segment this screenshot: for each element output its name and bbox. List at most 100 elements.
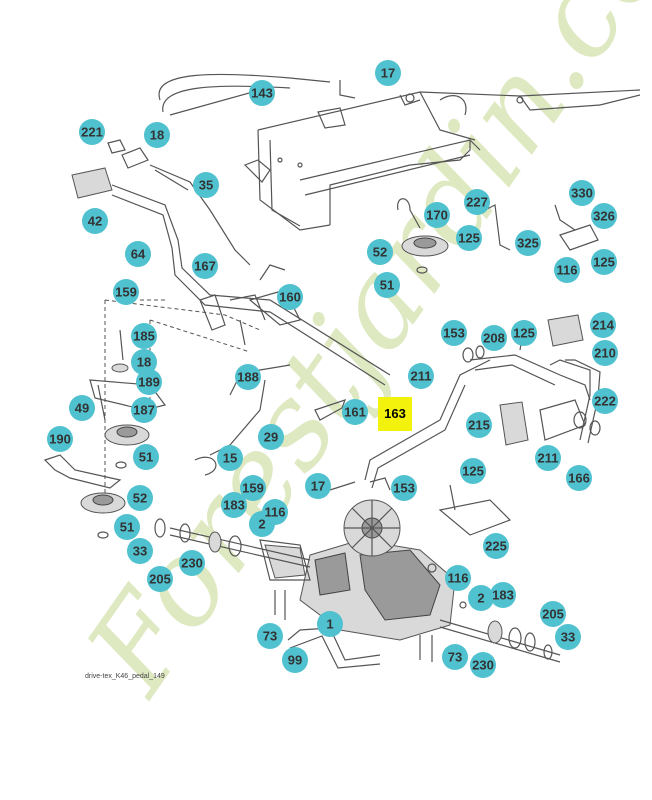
callout-163-highlight[interactable]: 163 (378, 397, 412, 431)
callout-185[interactable]: 185 (131, 323, 157, 349)
callout-183[interactable]: 183 (221, 492, 247, 518)
callout-153[interactable]: 153 (441, 320, 467, 346)
callout-label: 17 (381, 66, 395, 81)
callout-circle (249, 80, 275, 106)
callout-18[interactable]: 18 (131, 349, 157, 375)
callout-51[interactable]: 51 (133, 444, 159, 470)
callout-label: 73 (263, 629, 277, 644)
callout-circle (535, 445, 561, 471)
callout-circle (591, 249, 617, 275)
callout-49[interactable]: 49 (69, 395, 95, 421)
callout-190[interactable]: 190 (47, 426, 73, 452)
callout-326[interactable]: 326 (591, 203, 617, 229)
callout-166[interactable]: 166 (566, 465, 592, 491)
callout-188[interactable]: 188 (235, 364, 261, 390)
callout-160[interactable]: 160 (277, 284, 303, 310)
callout-label: 51 (380, 278, 394, 293)
callout-circle (125, 241, 151, 267)
callout-circle (468, 585, 494, 611)
callout-circle (82, 208, 108, 234)
callout-64[interactable]: 64 (125, 241, 151, 267)
callout-label: 125 (462, 464, 484, 479)
callout-label: 18 (150, 128, 164, 143)
callout-189[interactable]: 189 (136, 369, 162, 395)
callout-205[interactable]: 205 (147, 566, 173, 592)
callout-73[interactable]: 73 (257, 623, 283, 649)
callout-label: 18 (137, 355, 151, 370)
callout-42[interactable]: 42 (82, 208, 108, 234)
callout-116[interactable]: 116 (445, 565, 471, 591)
callout-label: 33 (133, 544, 147, 559)
callout-99[interactable]: 99 (282, 647, 308, 673)
callout-116[interactable]: 116 (554, 257, 580, 283)
callout-label: 205 (149, 572, 171, 587)
callout-230[interactable]: 230 (179, 550, 205, 576)
callout-208[interactable]: 208 (481, 325, 507, 351)
callout-35[interactable]: 35 (193, 172, 219, 198)
callout-circle (221, 492, 247, 518)
callout-circle (592, 388, 618, 414)
callout-211[interactable]: 211 (535, 445, 561, 471)
callout-52[interactable]: 52 (367, 239, 393, 265)
callout-label: 167 (194, 259, 216, 274)
highlight-label: 163 (384, 406, 406, 421)
callout-circle (113, 279, 139, 305)
callout-167[interactable]: 167 (192, 253, 218, 279)
callout-214[interactable]: 214 (590, 312, 616, 338)
callout-183[interactable]: 183 (490, 582, 516, 608)
callout-circle (282, 647, 308, 673)
callout-211[interactable]: 211 (408, 363, 434, 389)
callout-143[interactable]: 143 (249, 80, 275, 106)
callout-circle (317, 611, 343, 637)
callout-325[interactable]: 325 (515, 230, 541, 256)
callout-29[interactable]: 29 (258, 424, 284, 450)
callout-210[interactable]: 210 (592, 340, 618, 366)
callout-221[interactable]: 221 (79, 119, 105, 145)
callout-125[interactable]: 125 (511, 320, 537, 346)
callout-51[interactable]: 51 (114, 514, 140, 540)
callout-159[interactable]: 159 (240, 475, 266, 501)
callout-label: 189 (138, 375, 160, 390)
callout-label: 17 (311, 479, 325, 494)
callout-230[interactable]: 230 (470, 652, 496, 678)
callout-label: 183 (223, 498, 245, 513)
callout-label: 116 (557, 263, 578, 278)
callout-205[interactable]: 205 (540, 601, 566, 627)
callout-215[interactable]: 215 (466, 412, 492, 438)
callout-159[interactable]: 159 (113, 279, 139, 305)
callout-15[interactable]: 15 (217, 445, 243, 471)
callout-116[interactable]: 116 (262, 499, 288, 525)
callout-153[interactable]: 153 (391, 475, 417, 501)
callout-52[interactable]: 52 (127, 485, 153, 511)
callout-label: 190 (49, 432, 71, 447)
callout-1[interactable]: 1 (317, 611, 343, 637)
callout-227[interactable]: 227 (464, 189, 490, 215)
callout-225[interactable]: 225 (483, 533, 509, 559)
callout-187[interactable]: 187 (131, 397, 157, 423)
callout-33[interactable]: 33 (555, 624, 581, 650)
callout-125[interactable]: 125 (591, 249, 617, 275)
callout-circle (114, 514, 140, 540)
callout-73[interactable]: 73 (442, 644, 468, 670)
callout-170[interactable]: 170 (424, 202, 450, 228)
callout-circle (131, 349, 157, 375)
callout-circle (147, 566, 173, 592)
callout-circle (441, 320, 467, 346)
callout-33[interactable]: 33 (127, 538, 153, 564)
chassis-frame (243, 80, 641, 231)
callout-circle (408, 363, 434, 389)
callout-17[interactable]: 17 (305, 473, 331, 499)
callout-17[interactable]: 17 (375, 60, 401, 86)
callout-161[interactable]: 161 (342, 399, 368, 425)
callout-222[interactable]: 222 (592, 388, 618, 414)
callout-125[interactable]: 125 (456, 225, 482, 251)
callout-18[interactable]: 18 (144, 122, 170, 148)
callout-125[interactable]: 125 (460, 458, 486, 484)
callout-2[interactable]: 2 (468, 585, 494, 611)
callout-circle (262, 499, 288, 525)
callout-label: 166 (568, 471, 590, 486)
callout-330[interactable]: 330 (569, 180, 595, 206)
callout-51[interactable]: 51 (374, 272, 400, 298)
callout-circle (464, 189, 490, 215)
callout-label: 159 (242, 481, 264, 496)
